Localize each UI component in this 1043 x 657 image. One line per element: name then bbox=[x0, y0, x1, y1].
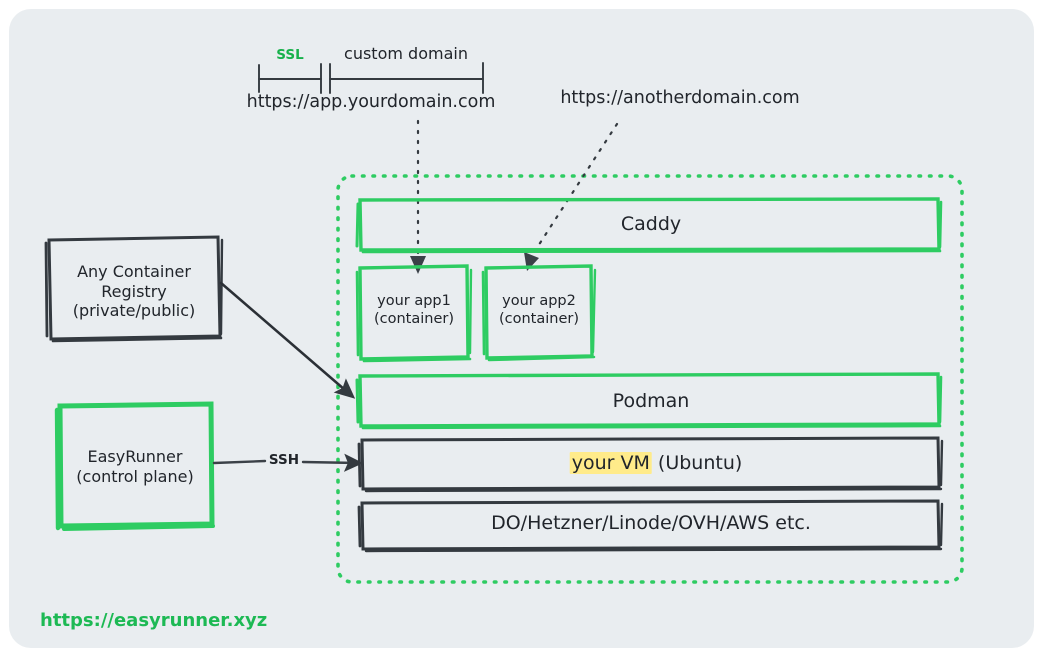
registry-line-3: (private/public) bbox=[72, 301, 196, 321]
vm-label-highlight: your VM bbox=[569, 452, 652, 474]
vm-label: your VM (Ubuntu) bbox=[569, 452, 743, 475]
vm-label-rest: (Ubuntu) bbox=[651, 452, 743, 474]
registry-box-label: Any Container Registry (private/public) bbox=[73, 262, 196, 321]
footer-url: https://easyrunner.xyz bbox=[40, 610, 268, 631]
registry-line-1: Any Container bbox=[77, 262, 191, 281]
app2-line-1: your app2 bbox=[502, 293, 576, 309]
ssh-label: SSH bbox=[268, 452, 300, 468]
app2-line-2: (container) bbox=[498, 310, 580, 327]
podman-label: Podman bbox=[612, 390, 690, 412]
app1-label: your app1 (container) bbox=[374, 293, 454, 328]
secondary-url-label: https://anotherdomain.com bbox=[560, 88, 800, 108]
diagram-card bbox=[9, 9, 1034, 648]
app2-label: your app2 (container) bbox=[499, 293, 579, 328]
app1-line-2: (container) bbox=[373, 310, 455, 327]
easyrunner-line-2: (control plane) bbox=[76, 466, 194, 486]
ssl-label: SSL bbox=[276, 47, 304, 63]
custom-domain-label: custom domain bbox=[344, 44, 468, 63]
easyrunner-line-1: EasyRunner bbox=[87, 447, 183, 466]
registry-line-2: Registry bbox=[101, 281, 167, 301]
providers-label: DO/Hetzner/Linode/OVH/AWS etc. bbox=[491, 512, 811, 534]
primary-url-label: https://app.yourdomain.com bbox=[246, 92, 496, 112]
caddy-label: Caddy bbox=[620, 213, 682, 235]
app1-line-1: your app1 bbox=[377, 293, 451, 309]
easyrunner-box-label: EasyRunner (control plane) bbox=[76, 447, 193, 486]
